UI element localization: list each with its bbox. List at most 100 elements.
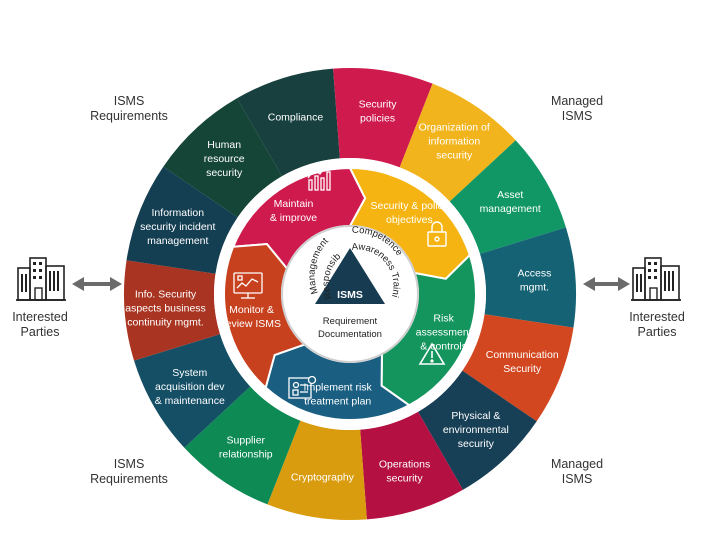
segment-label-organization-line: information (428, 136, 480, 148)
corner-bottom-left: ISMS Requirements (69, 457, 189, 487)
corner-bottom-right: Managed ISMS (517, 457, 637, 487)
segment-compliance (237, 68, 340, 177)
center-documentation: Documentation (318, 329, 382, 340)
segment-organization (399, 83, 516, 202)
segment-label-communication-security-line: Security (503, 363, 542, 375)
segment-access-mgmt (479, 227, 576, 328)
party-right-line-2: Parties (637, 325, 677, 339)
segment-label-communication-security-line: Communication (486, 349, 559, 361)
cycle-label-monitor-review-line: Monitor & (229, 304, 274, 316)
segment-label-hr-security-line: Human (207, 139, 241, 151)
interested-parties-right: Interested Parties (612, 310, 702, 340)
segment-label-security-policies-line: Security (359, 99, 398, 111)
segment-label-access-mgmt-line: Access (518, 268, 552, 280)
segment-label-cryptography-line: Cryptography (291, 471, 355, 483)
center-title: ISMS (337, 289, 363, 301)
segment-system-acquisition (134, 334, 251, 448)
party-right-line-1: Interested (629, 310, 685, 324)
segment-operations-security (360, 411, 463, 520)
segment-label-supplier-relationship-line: Supplier (227, 434, 266, 446)
segment-label-compliance: Compliance (268, 112, 324, 124)
segment-label-incident-mgmt-line: management (147, 235, 208, 247)
segment-label-operations-security-line: security (386, 472, 423, 484)
segment-label-system-acquisition-line: acquisition dev (155, 381, 225, 393)
cycle-label-implement-risk-line: Implement risk (304, 382, 373, 394)
segment-incident-mgmt (126, 166, 238, 274)
segment-security-policies (333, 68, 433, 168)
segment-label-hr-security-line: resource (204, 153, 245, 165)
interested-parties-left: Interested Parties (0, 310, 85, 340)
party-left-line-2: Parties (20, 325, 60, 339)
building-icon-right (631, 257, 681, 301)
segment-label-access-mgmt-line: mgmt. (520, 282, 549, 294)
segment-label-physical-env-line: security (458, 438, 495, 450)
segment-label-incident-mgmt-line: Information (152, 207, 205, 219)
segment-label-security-policies: Security policies (359, 99, 398, 125)
cycle-label-maintain-improve-line: Maintain (274, 198, 314, 210)
outer-ring (123, 68, 576, 520)
party-left-line-1: Interested (12, 310, 68, 324)
monitor-icon (233, 272, 263, 299)
center-requirement: Requirement (323, 316, 378, 327)
cycle-label-maintain-improve-line: & improve (270, 212, 317, 224)
segment-label-info-security-bc-line: continuity mgmt. (127, 316, 203, 328)
cycle-label-risk-assessment-line: Risk (433, 312, 454, 324)
segment-asset-management (449, 140, 566, 254)
segment-cryptography (267, 420, 367, 520)
double-arrow-right (583, 277, 630, 291)
segment-label-organization-line: security (436, 150, 473, 162)
cycle-label-maintain-improve: Maintain & improve (270, 198, 317, 224)
segment-label-hr-security: Human resource security (204, 139, 245, 179)
corner-top-right: Managed ISMS (517, 94, 637, 124)
segment-physical-env (418, 370, 537, 490)
building-icon-left (16, 257, 66, 301)
cycle-label-implement-risk-line: treatment plan (304, 396, 371, 408)
segment-label-incident-mgmt-line: security incident (140, 221, 215, 233)
segment-label-supplier-relationship: Supplier relationship (219, 434, 273, 460)
cycle-label-risk-assessment-line: & controls (420, 340, 467, 352)
cycle-label-monitor-review-line: review ISMS (222, 318, 281, 330)
warning-icon (418, 342, 446, 365)
corner-bottom-left-line-2: Requirements (90, 472, 168, 486)
segment-label-incident-mgmt: Information security incident management (140, 207, 215, 247)
corner-top-left: ISMS Requirements (69, 94, 189, 124)
segment-label-info-security-bc-line: aspects business (125, 302, 206, 314)
segment-hr-security (163, 98, 282, 218)
corner-top-left-line-1: ISMS (113, 94, 145, 108)
corner-top-right-line-2: ISMS (561, 109, 593, 123)
segment-label-cryptography: Cryptography (291, 471, 355, 483)
corner-bottom-left-line-1: ISMS (113, 457, 145, 471)
segment-label-system-acquisition-line: System (172, 367, 207, 379)
corner-top-right-line-1: Managed (550, 94, 604, 108)
segment-label-operations-security-line: Operations (379, 458, 430, 470)
corner-bottom-right-line-1: Managed (550, 457, 604, 471)
segment-label-operations-security: Operations security (379, 458, 430, 484)
cycle-label-security-objectives-line: Security & policy (371, 200, 449, 212)
cycle-label-risk-assessment-line: assessment (416, 326, 472, 338)
segment-label-security-policies-line: policies (360, 113, 395, 125)
chart-icon (307, 163, 334, 191)
segment-label-supplier-relationship-line: relationship (219, 448, 273, 460)
segment-label-access-mgmt: Access mgmt. (518, 268, 552, 294)
cycle-label-risk-assessment: Risk assessment & controls (416, 312, 472, 352)
double-arrow-left (72, 277, 122, 291)
cycle-label-monitor-review: Monitor & review ISMS (222, 304, 281, 330)
segment-supplier-relationship (184, 386, 301, 505)
segment-info-security-bc (123, 260, 221, 361)
corner-top-left-line-2: Requirements (90, 109, 168, 123)
segment-label-hr-security-line: security (206, 167, 243, 179)
process-icon (288, 375, 317, 399)
lock-icon (427, 221, 447, 247)
segment-label-compliance-line: Compliance (268, 112, 324, 124)
segment-label-physical-env-line: Physical & (451, 410, 500, 422)
